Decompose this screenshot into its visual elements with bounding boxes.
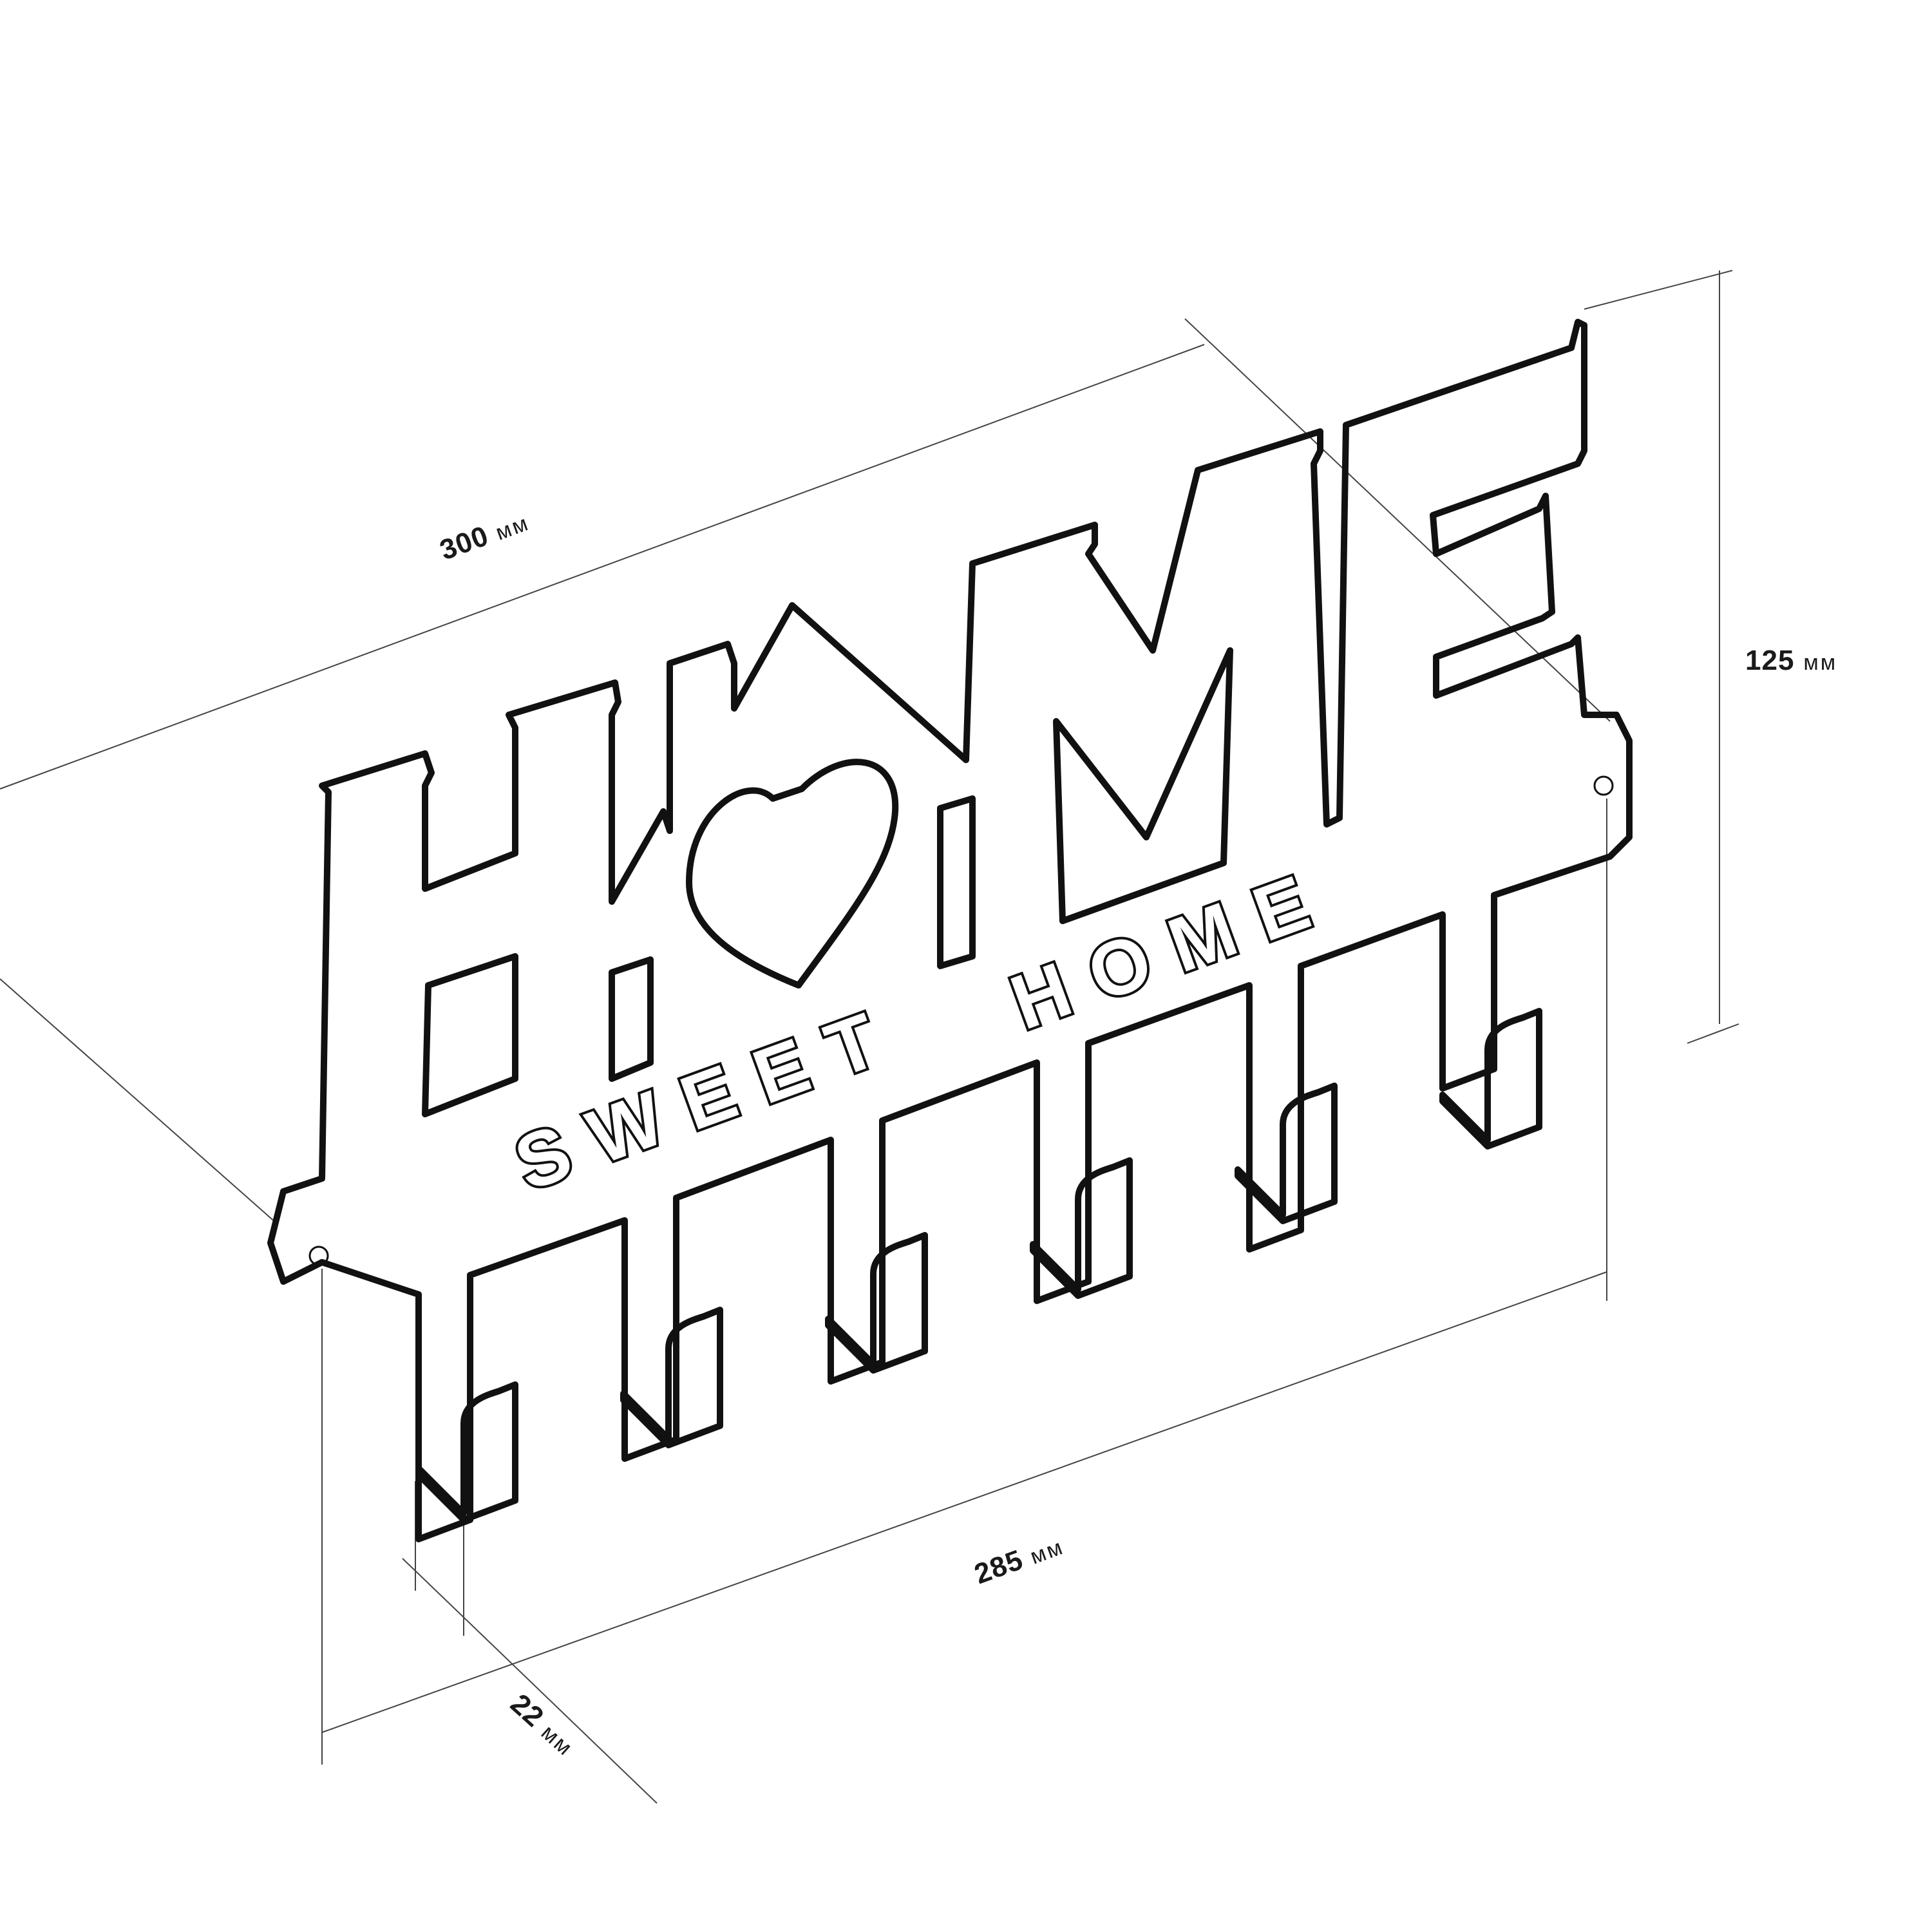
hook-3 [825,1232,928,1374]
dim-22-value: 22 [504,1688,550,1734]
dim-125-value: 125 [1745,645,1794,676]
dim-285-unit: мм [1027,1535,1068,1569]
svg-text:285мм: 285мм [971,1529,1068,1590]
rack-plate [267,319,1633,1542]
dim-label-125: 125 мм [1745,645,1837,676]
dim-300-unit: мм [493,511,533,545]
sweet-home-text: SWEET HOME [502,848,1347,1210]
dim-125-unit: мм [1803,650,1837,675]
home-letter-cutouts [422,514,1437,1117]
hook-6 [1439,1008,1542,1150]
dim-300-value: 300 [436,520,493,566]
dim-label-22: 22мм [504,1688,582,1762]
dim-label-285: 285мм [971,1529,1068,1591]
svg-text:22мм: 22мм [504,1688,582,1762]
hook-4 [1030,1157,1133,1299]
hook-2 [620,1307,723,1448]
dim-label-300: 300мм [436,505,533,567]
sweet-word: SWEET [504,988,913,1207]
dim-285-value: 285 [971,1544,1028,1590]
mount-hole-right [1593,775,1614,796]
dim-22-unit: мм [536,1720,578,1761]
hook-1 [415,1381,518,1523]
heart-icon [686,759,899,989]
mount-hole-left [308,1245,329,1266]
svg-text:300мм: 300мм [436,505,533,566]
